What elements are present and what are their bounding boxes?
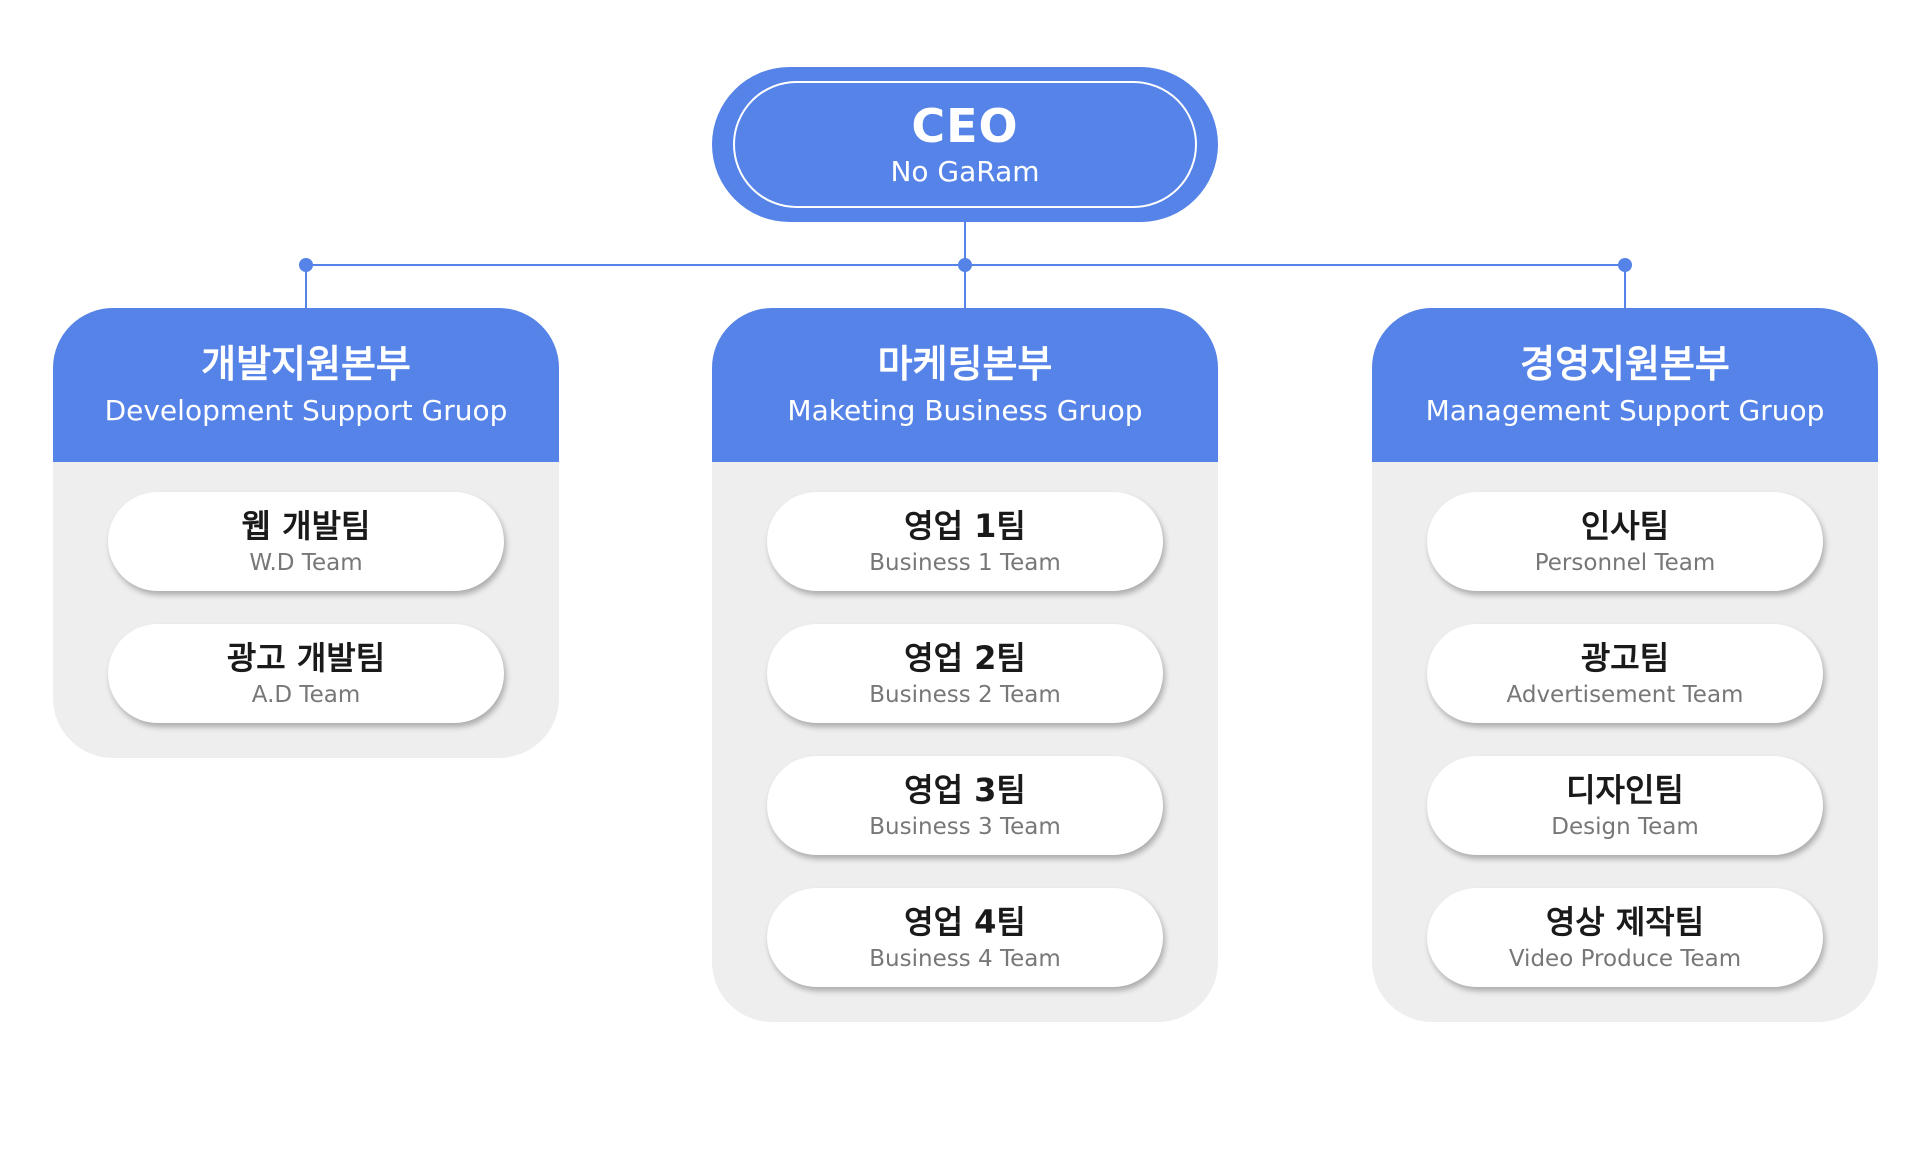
group-name-en: Maketing Business Gruop <box>787 394 1143 427</box>
team-name-en: Advertisement Team <box>1506 681 1744 708</box>
group-name-en: Development Support Gruop <box>104 394 508 427</box>
group-name-ko: 경영지원본부 <box>1520 342 1730 386</box>
ceo-title: CEO <box>911 98 1019 153</box>
team-card: 광고 개발팀 A.D Team <box>108 624 504 723</box>
team-card: 웹 개발팀 W.D Team <box>108 492 504 591</box>
team-name-ko: 디자인팀 <box>1566 770 1684 809</box>
group-marketing-business: 마케팅본부 Maketing Business Gruop 영업 1팀 Busi… <box>712 308 1218 1022</box>
team-card: 인사팀 Personnel Team <box>1427 492 1823 591</box>
team-name-en: Design Team <box>1551 813 1699 840</box>
connector-dot-center <box>958 258 972 272</box>
team-name-en: Personnel Team <box>1534 549 1716 576</box>
team-card: 영업 3팀 Business 3 Team <box>767 756 1163 855</box>
team-card: 영업 1팀 Business 1 Team <box>767 492 1163 591</box>
team-list: 웹 개발팀 W.D Team 광고 개발팀 A.D Team <box>53 462 559 723</box>
group-name-ko: 개발지원본부 <box>201 342 411 386</box>
ceo-node-inner: CEO No GaRam <box>733 81 1197 208</box>
team-name-ko: 영업 1팀 <box>904 506 1026 545</box>
ceo-name: No GaRam <box>890 154 1040 188</box>
team-name-en: A.D Team <box>251 681 361 708</box>
team-name-en: Video Produce Team <box>1508 945 1742 972</box>
group-development-support: 개발지원본부 Development Support Gruop 웹 개발팀 W… <box>53 308 559 758</box>
group-name-ko: 마케팅본부 <box>877 342 1053 386</box>
team-name-ko: 광고팀 <box>1580 638 1670 677</box>
group-header: 경영지원본부 Management Support Gruop <box>1372 308 1878 462</box>
group-name-en: Management Support Gruop <box>1425 394 1825 427</box>
team-name-en: Business 1 Team <box>869 549 1061 576</box>
team-list: 인사팀 Personnel Team 광고팀 Advertisement Tea… <box>1372 462 1878 987</box>
group-management-support: 경영지원본부 Management Support Gruop 인사팀 Pers… <box>1372 308 1878 1022</box>
team-name-ko: 영업 2팀 <box>904 638 1026 677</box>
team-name-ko: 영업 3팀 <box>904 770 1026 809</box>
connector-dot-left <box>299 258 313 272</box>
team-name-ko: 광고 개발팀 <box>226 638 386 677</box>
team-card: 영상 제작팀 Video Produce Team <box>1427 888 1823 987</box>
team-name-en: Business 3 Team <box>869 813 1061 840</box>
team-name-en: Business 2 Team <box>869 681 1061 708</box>
group-header: 개발지원본부 Development Support Gruop <box>53 308 559 462</box>
team-card: 영업 4팀 Business 4 Team <box>767 888 1163 987</box>
connector-dot-right <box>1618 258 1632 272</box>
team-name-ko: 영상 제작팀 <box>1545 902 1705 941</box>
team-name-en: W.D Team <box>249 549 363 576</box>
team-name-ko: 웹 개발팀 <box>241 506 371 545</box>
team-card: 디자인팀 Design Team <box>1427 756 1823 855</box>
team-name-en: Business 4 Team <box>869 945 1061 972</box>
team-list: 영업 1팀 Business 1 Team 영업 2팀 Business 2 T… <box>712 462 1218 987</box>
group-header: 마케팅본부 Maketing Business Gruop <box>712 308 1218 462</box>
team-card: 광고팀 Advertisement Team <box>1427 624 1823 723</box>
team-name-ko: 인사팀 <box>1580 506 1670 545</box>
team-card: 영업 2팀 Business 2 Team <box>767 624 1163 723</box>
ceo-node: CEO No GaRam <box>712 67 1218 222</box>
team-name-ko: 영업 4팀 <box>904 902 1026 941</box>
